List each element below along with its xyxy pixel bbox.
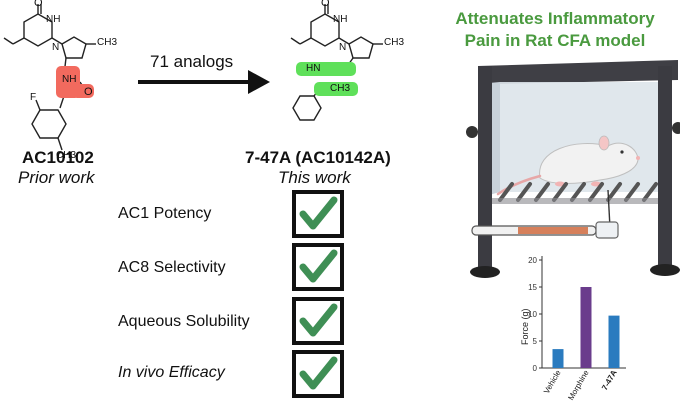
headline-line-1: Attenuates Inflammatory	[455, 9, 655, 28]
prior-amide-n-label: NH	[62, 74, 77, 85]
y-tick-label: 5	[533, 337, 538, 346]
rat-illustration	[496, 135, 640, 196]
bar-morphine	[580, 287, 592, 368]
new-compound-name: 7-47A (AC10142A)	[245, 148, 391, 167]
apparatus-top-frame	[478, 60, 678, 84]
y-tick-label: 20	[528, 256, 537, 265]
apparatus-left-knob	[466, 126, 478, 138]
carbonyl-highlight	[72, 84, 94, 98]
checkbox-efficacy	[292, 350, 344, 398]
checklist-label-selectivity: AC8 Selectivity	[118, 259, 226, 276]
apparatus-left-foot	[470, 266, 500, 278]
checkmark-icon	[299, 249, 338, 283]
prior-ring-n-label: N	[52, 42, 60, 53]
checkmark-icon	[299, 356, 338, 390]
prior-methyl-label: CH3	[97, 37, 118, 48]
x-tick-label: 7-47A	[600, 368, 619, 392]
new-ring-n-label: N	[339, 42, 347, 53]
checkmark-icon	[299, 303, 338, 337]
new-methyl-label: CH3	[384, 37, 405, 48]
new-amine-label: HN	[306, 63, 321, 74]
apparatus-left-post	[478, 66, 492, 272]
checkbox-solubility	[292, 297, 344, 345]
apparatus-right-knob	[672, 122, 680, 134]
checklist-label-solubility: Aqueous Solubility	[118, 313, 250, 330]
apparatus-right-post	[658, 66, 672, 270]
checkbox-potency	[292, 190, 344, 238]
checklist-label-potency: AC1 Potency	[118, 205, 212, 222]
y-tick-label: 15	[528, 283, 537, 292]
y-tick-label: 0	[533, 364, 538, 373]
amine-highlight	[296, 62, 356, 76]
x-tick-label: Morphine	[566, 368, 591, 402]
bar-vehicle	[552, 349, 564, 368]
y-axis-ticks: 0 5 10 15 20	[528, 256, 542, 373]
floor-rim	[492, 198, 658, 204]
methyl-highlight	[314, 82, 358, 96]
prior-aryl-methyl-label: CH3	[56, 150, 77, 161]
x-tick-label: Vehicle	[542, 368, 563, 395]
y-axis-label: Force (g)	[520, 308, 530, 345]
prior-oxygen-label: O	[34, 0, 43, 9]
prior-carbonyl-o-label: O	[84, 86, 93, 98]
apparatus-right-foot	[650, 264, 680, 276]
checkbox-selectivity	[292, 243, 344, 291]
prior-nh-label: NH	[46, 14, 61, 25]
prior-compound-caption: Prior work	[18, 168, 95, 187]
von-frey-probe	[471, 189, 619, 239]
bar-group	[552, 287, 620, 368]
new-side-methyl-label: CH3	[330, 83, 351, 94]
new-nh-label: NH	[333, 14, 348, 25]
headline-line-2: Pain in Rat CFA model	[464, 31, 646, 50]
new-compound-caption: This work	[278, 168, 351, 187]
prior-compound-name: AC10102	[22, 148, 94, 167]
mesh-floor	[498, 182, 658, 202]
checklist-label-efficacy: In vivo Efficacy	[118, 364, 225, 381]
reaction-arrow	[138, 70, 270, 94]
checkmark-icon	[299, 196, 338, 230]
new-oxygen-label: O	[321, 0, 330, 9]
y-tick-label: 10	[528, 310, 537, 319]
analogs-label: 71 analogs	[150, 52, 234, 71]
bar-7-47a	[608, 315, 620, 368]
prior-fluorine-label: F	[30, 92, 37, 103]
